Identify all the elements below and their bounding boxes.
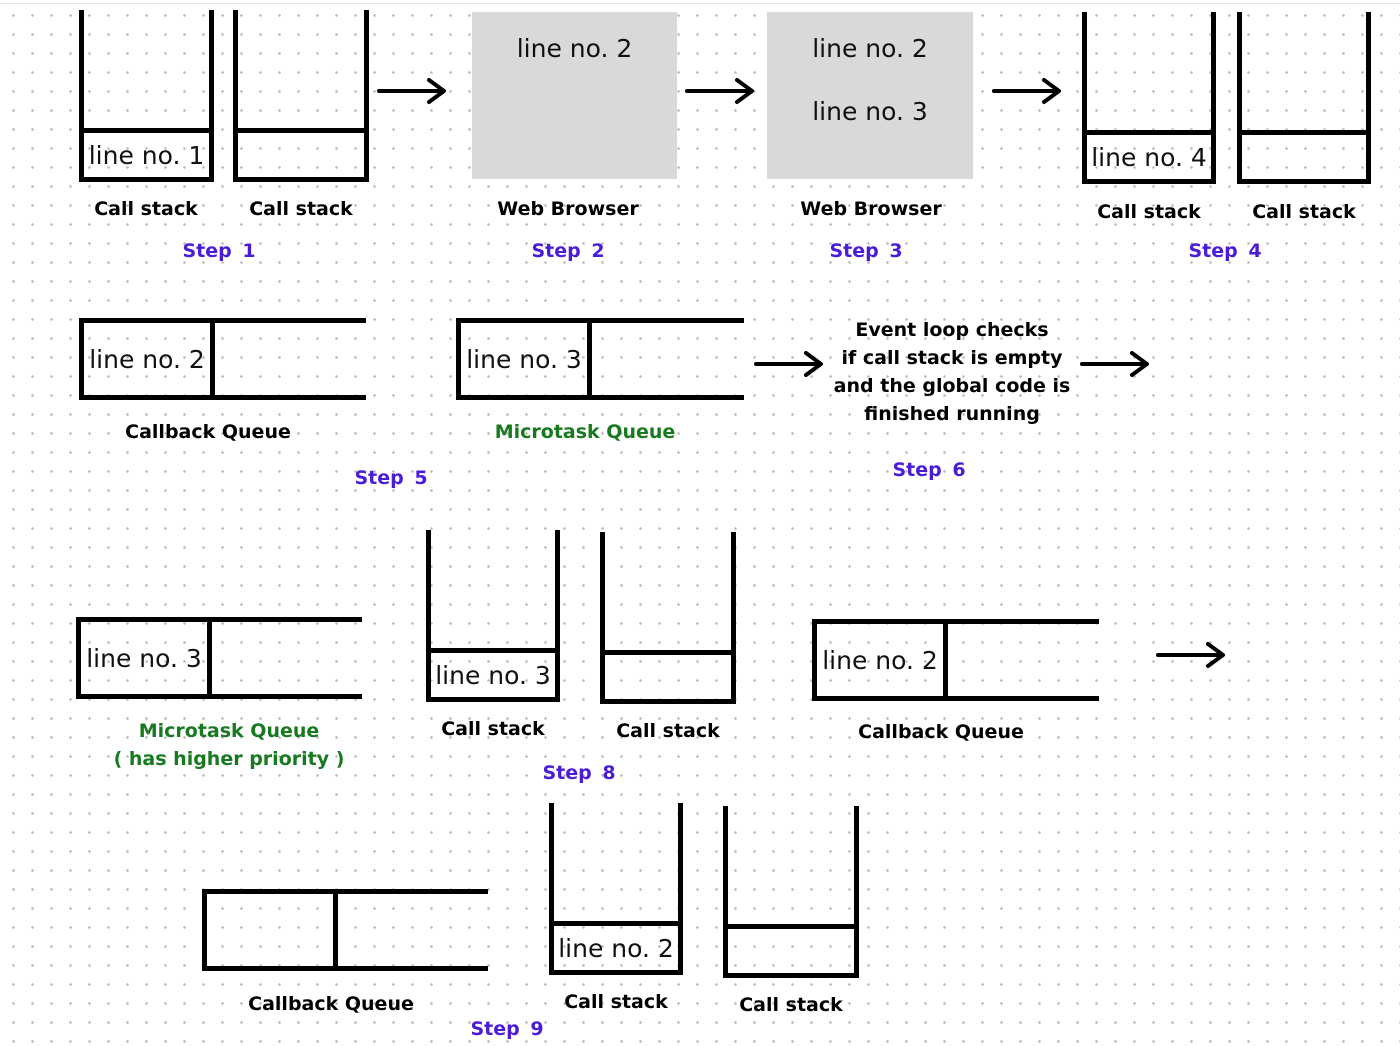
call-stack-label: Call stack (94, 198, 198, 220)
call-stack-step4-a: line no. 4 (1082, 12, 1216, 184)
queue-value: line no. 2 (89, 344, 205, 374)
callback-queue-step8: line no. 2 (812, 619, 1099, 701)
call-stack-step9-b (723, 806, 859, 978)
web-browser-step3: line no. 2 line no. 3 (767, 12, 973, 179)
call-stack-step9-a: line no. 2 (549, 803, 683, 975)
arrow-right-icon (685, 78, 754, 104)
call-stack-label: Call stack (441, 718, 545, 740)
stack-value: line no. 2 (558, 933, 674, 963)
microtask-queue-label: Microtask Queue (138, 720, 320, 742)
browser-value: line no. 2 (516, 34, 633, 63)
call-stack-step8-a: line no. 3 (426, 530, 560, 702)
event-loop-line: finished running (864, 403, 1040, 425)
call-stack-slot: line no. 4 (1087, 130, 1211, 179)
step-4-label: Step 4 (1188, 240, 1262, 262)
call-stack-slot-empty (728, 924, 854, 973)
stack-value: line no. 1 (88, 140, 205, 170)
call-stack-label: Call stack (564, 991, 668, 1013)
arrow-right-icon (754, 351, 823, 377)
queue-cell: line no. 3 (456, 323, 592, 395)
call-stack-label: Call stack (1097, 201, 1201, 223)
microtask-queue-label: Microtask Queue (494, 421, 676, 443)
step-5-label: Step 5 (354, 467, 428, 489)
queue-cell-empty (202, 894, 338, 966)
step-8-label: Step 8 (542, 762, 616, 784)
call-stack-step1-b (233, 10, 369, 182)
higher-priority-note: ( has higher priority ) (113, 748, 345, 770)
queue-cell: line no. 2 (79, 323, 215, 395)
microtask-queue-step5: line no. 3 (456, 318, 744, 400)
event-loop-line: Event loop checks (855, 319, 1049, 341)
event-loop-line: if call stack is empty (841, 347, 1063, 369)
arrow-right-icon (992, 78, 1061, 104)
browser-value: line no. 3 (812, 97, 928, 126)
callback-queue-step5: line no. 2 (79, 318, 366, 400)
call-stack-slot-empty (238, 128, 364, 177)
callback-queue-label: Callback Queue (858, 721, 1024, 743)
event-loop-description: Event loop checks if call stack is empty… (822, 316, 1082, 428)
event-loop-line: and the global code is (833, 375, 1071, 397)
callback-queue-label: Callback Queue (248, 993, 414, 1015)
web-browser-label: Web Browser (497, 198, 639, 220)
web-browser-step2: line no. 2 (472, 12, 677, 179)
queue-value: line no. 3 (466, 344, 582, 374)
step-2-label: Step 2 (531, 240, 605, 262)
queue-value: line no. 2 (822, 645, 938, 675)
call-stack-slot: line no. 2 (554, 921, 678, 970)
step-9-label: Step 9 (470, 1018, 544, 1040)
call-stack-step4-b (1237, 12, 1371, 184)
call-stack-label: Call stack (739, 994, 843, 1016)
call-stack-step8-b (600, 532, 736, 704)
web-browser-label: Web Browser (800, 198, 942, 220)
step-3-label: Step 3 (829, 240, 903, 262)
call-stack-slot-empty (605, 650, 731, 699)
call-stack-slot: line no. 3 (431, 648, 555, 697)
microtask-queue-step8: line no. 3 (76, 617, 362, 699)
step-1-label: Step 1 (182, 240, 256, 262)
call-stack-label: Call stack (616, 720, 720, 742)
callback-queue-step9 (202, 889, 488, 971)
call-stack-step1-a: line no. 1 (79, 10, 214, 182)
call-stack-slot: line no. 1 (84, 128, 209, 177)
stack-value: line no. 4 (1091, 142, 1207, 172)
queue-value: line no. 3 (86, 643, 202, 673)
arrow-right-icon (1080, 351, 1149, 377)
step-6-label: Step 6 (892, 459, 966, 481)
callback-queue-label: Callback Queue (125, 421, 291, 443)
top-divider (0, 3, 1400, 4)
queue-cell: line no. 2 (812, 624, 948, 696)
call-stack-label: Call stack (249, 198, 353, 220)
call-stack-label: Call stack (1252, 201, 1356, 223)
call-stack-slot-empty (1242, 130, 1366, 179)
arrow-right-icon (377, 78, 446, 104)
browser-value: line no. 2 (812, 34, 928, 63)
arrow-right-icon (1156, 642, 1225, 668)
queue-cell: line no. 3 (76, 622, 212, 694)
stack-value: line no. 3 (435, 660, 551, 690)
